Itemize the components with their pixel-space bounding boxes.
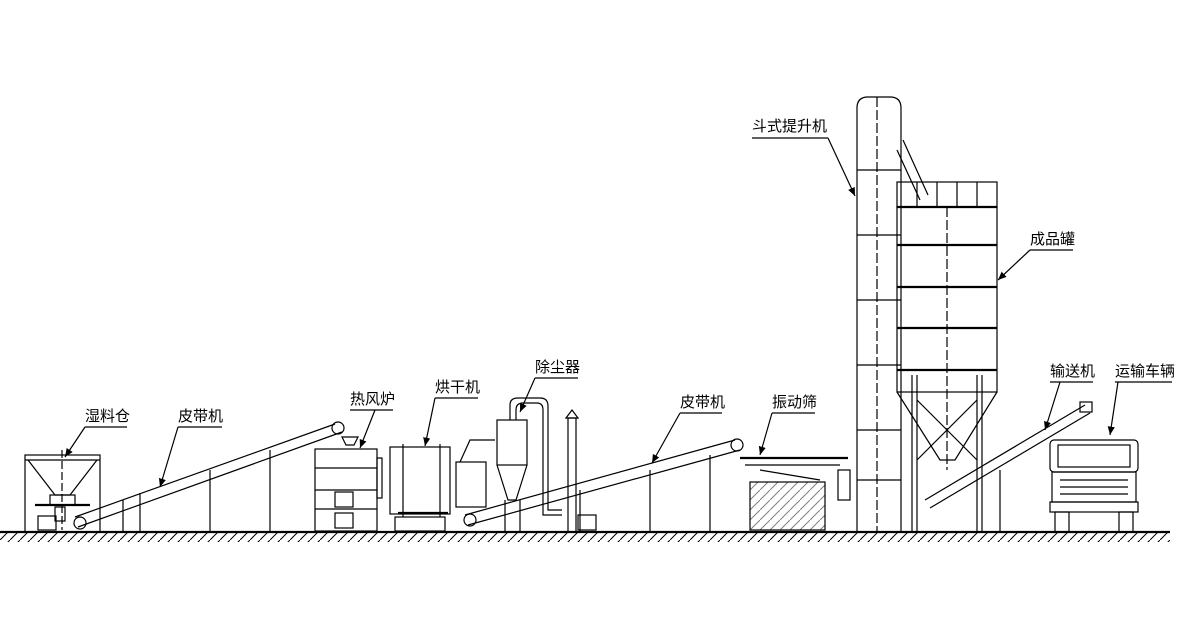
- label-text: 输送机: [1050, 362, 1095, 380]
- label-dryer: 烘干机: [425, 378, 480, 446]
- ground: [0, 530, 1170, 542]
- label-conveyor: 输送机: [1045, 362, 1095, 430]
- label-hot-air-furnace: 热风炉: [350, 390, 395, 448]
- label-text: 湿料仓: [85, 407, 130, 425]
- rotary-dryer: [389, 439, 495, 532]
- label-text: 除尘器: [535, 358, 580, 376]
- label-text: 皮带机: [680, 393, 725, 411]
- screw-conveyor: [924, 401, 1093, 532]
- label-text: 烘干机: [435, 378, 480, 396]
- label-transport-vehicle: 运输车辆: [1110, 362, 1175, 435]
- label-text: 热风炉: [350, 390, 395, 408]
- label-belt-conveyor-1: 皮带机: [160, 407, 223, 487]
- bucket-elevator: [856, 96, 929, 532]
- wet-material-bin: [24, 450, 101, 533]
- label-text: 成品罐: [1030, 230, 1075, 248]
- hot-air-furnace: [314, 436, 383, 532]
- vibrating-screen: [740, 456, 851, 531]
- label-dust-collector: 除尘器: [520, 358, 580, 412]
- label-belt-conveyor-2: 皮带机: [652, 393, 725, 463]
- belt-conveyor-2: [463, 438, 744, 532]
- belt-conveyor-1: [73, 421, 345, 532]
- label-text: 斗式提升机: [752, 117, 827, 135]
- label-text: 皮带机: [178, 407, 223, 425]
- transport-truck: [1049, 439, 1139, 533]
- label-product-tank: 成品罐: [998, 230, 1075, 280]
- label-bucket-elevator: 斗式提升机: [752, 117, 855, 196]
- label-text: 运输车辆: [1115, 362, 1175, 380]
- label-text: 振动筛: [772, 393, 817, 411]
- dust-collector: [496, 397, 597, 533]
- product-tank: [896, 181, 998, 532]
- label-wet-bin: 湿料仓: [65, 407, 130, 457]
- label-vibrating-screen: 振动筛: [760, 393, 817, 455]
